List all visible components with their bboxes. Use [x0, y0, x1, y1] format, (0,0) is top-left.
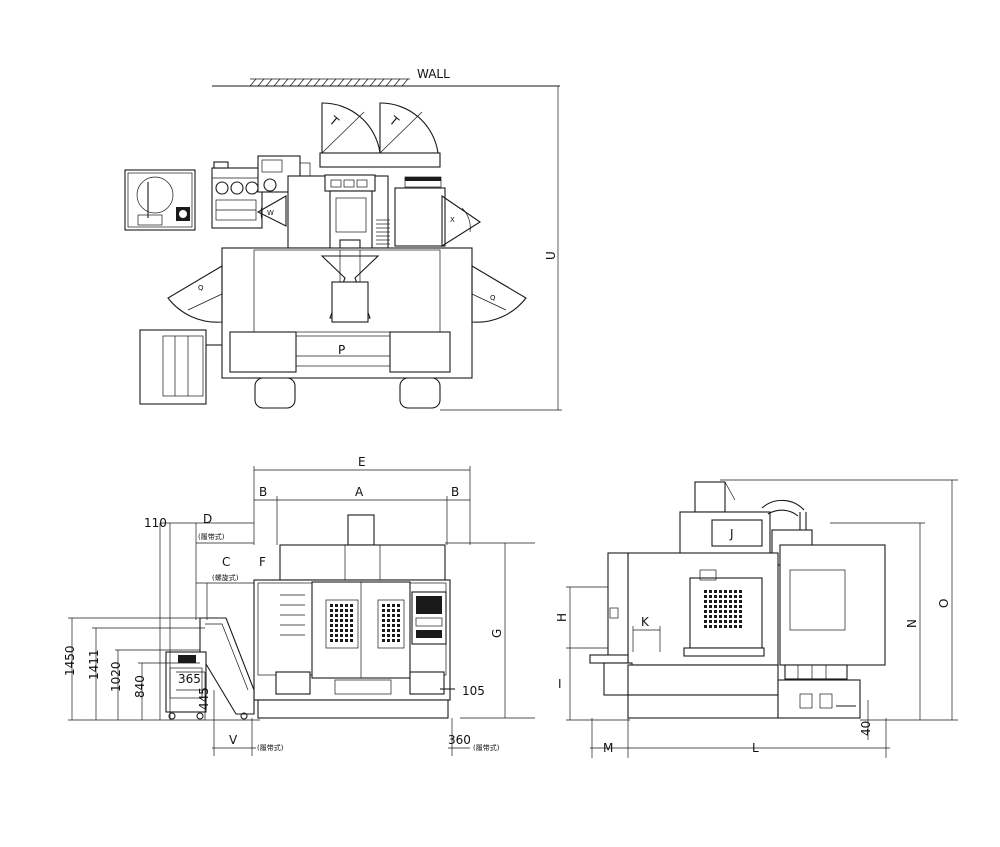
foot-left	[254, 377, 296, 409]
enclosure-top	[221, 247, 473, 379]
note-c-label: (螺旋式)	[212, 573, 239, 582]
machine-front	[253, 514, 455, 719]
spindle-head-top	[324, 174, 390, 253]
dim-b-left-label: B	[259, 485, 267, 499]
chip-conveyor-front	[165, 617, 255, 720]
swing-t-left-label: T	[326, 113, 342, 130]
dim-l-label: L	[752, 741, 759, 755]
dim-o-label: O	[937, 599, 951, 608]
note-v-label: (履带式)	[257, 743, 284, 752]
dim-e-label: E	[358, 455, 366, 469]
door-swing-right	[379, 102, 439, 154]
swing-q-right-label: Q	[490, 294, 496, 302]
swing-q-right: Q	[471, 265, 527, 323]
swing-x: X	[441, 194, 482, 247]
dim-f-label: F	[259, 555, 266, 569]
dim-110-label: 110	[144, 516, 167, 530]
dim-365-label: 365	[178, 672, 201, 686]
swing-w-label: W	[267, 209, 274, 217]
dim-105-label: 105	[462, 684, 485, 698]
electrical-cabinet	[211, 161, 263, 229]
dim-b-right-label: B	[451, 485, 459, 499]
top-view: WALL U T T	[124, 67, 562, 411]
width-p-label: P	[338, 343, 345, 357]
dim-1020-label: 1020	[109, 661, 123, 692]
dim-445-label: 445	[197, 687, 211, 710]
dim-1411-label: 1411	[87, 649, 101, 680]
dim-840-label: 840	[133, 675, 147, 698]
swing-q-left: Q	[167, 265, 223, 323]
swing-x-label: X	[450, 216, 455, 224]
foot-right	[399, 377, 441, 409]
control-panel-unit	[124, 169, 196, 231]
dim-360-label: 360	[448, 733, 471, 747]
wall-line	[212, 78, 560, 87]
side-view: O N H I	[555, 479, 958, 758]
note-d-label: (履带式)	[198, 532, 225, 541]
dim-m-label: M	[603, 741, 613, 755]
door-swing-left	[321, 102, 381, 154]
spindle-j-label: J	[729, 527, 734, 541]
swing-q-left-label: Q	[198, 284, 204, 292]
dim-40-label: 40	[859, 721, 873, 736]
swing-t-right-label: T	[386, 113, 402, 130]
dim-a-label: A	[355, 485, 364, 499]
machine-side	[589, 481, 886, 719]
dim-h-label: H	[555, 613, 569, 622]
dim-v-label: V	[229, 733, 238, 747]
dim-i-label: I	[558, 677, 562, 691]
wall-label: WALL	[417, 67, 450, 81]
dim-n-label: N	[905, 619, 919, 628]
dim-k-label: K	[641, 615, 650, 629]
dim-1450-label: 1450	[63, 645, 77, 676]
dim-g-label: G	[490, 629, 504, 638]
dim-d-label: D	[203, 512, 212, 526]
dim-c-label: C	[222, 555, 230, 569]
swing-w: W	[256, 195, 287, 227]
note-360-label: (履带式)	[473, 743, 500, 752]
front-view: E A B B F G	[63, 455, 535, 756]
dim-u-label: U	[544, 251, 558, 260]
front-left-dims	[68, 522, 470, 756]
coolant-tank-top	[139, 329, 222, 405]
